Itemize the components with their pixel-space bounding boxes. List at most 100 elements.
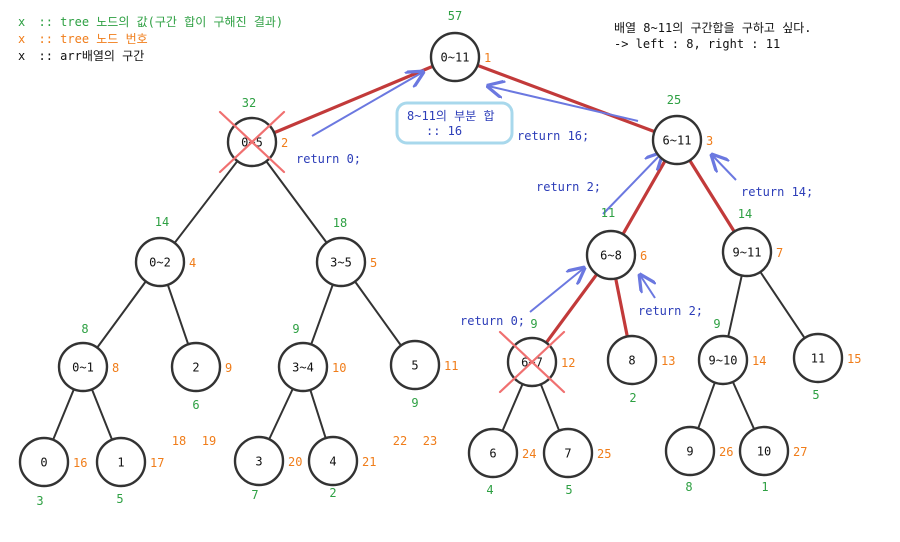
return-arrow-7-to-3 [712,155,737,181]
tree-node-value: 25 [667,93,681,107]
tree-node-index: 9 [225,361,232,375]
tree-node-range: 2 [192,361,199,375]
tree-node-index: 27 [793,445,807,459]
tree-edge-10-20 [268,387,294,441]
return-arrow-12-to-6 [529,268,584,313]
extra-index-label: 22 [393,434,407,448]
tree-node-value: 14 [155,215,169,229]
tree-node-value: 4 [486,483,493,497]
tree-node-range: 5 [411,359,418,373]
tree-edge-8-17 [90,388,114,441]
tree-node-index: 7 [776,246,783,260]
tree-node-index: 1 [484,51,491,65]
tree-node-circle [651,114,703,166]
tree-node-index: 17 [150,456,164,470]
extra-index-labels: 18 19 22 23 [172,434,437,448]
cross-mark-stroke [218,110,286,174]
tree-node-value: 6 [192,398,199,412]
tree-edge-4-8 [96,280,147,349]
tree-node-circle [57,341,109,393]
tree-node-index: 2 [281,136,288,150]
tree-node-circle [18,436,70,488]
tree-node-range: 0~2 [149,256,171,270]
tree-node-index: 15 [847,352,861,366]
tree-node-range: 0 [40,456,47,470]
tree-node-range: 1 [117,456,124,470]
return-label-3: return 16; [517,129,589,143]
tree-node-circle [697,334,749,386]
tree-edge-5-11 [354,280,402,347]
tree-node-value: 9 [530,317,537,331]
tree-node-value: 9 [292,322,299,336]
result-box-line1: 8~11의 부분 합 [407,109,495,123]
tree-node-6: 6~8 11 6 [585,206,647,281]
tree-node-value: 7 [251,488,258,502]
tree-node-value: 11 [601,206,615,220]
cross-mark-stroke [498,330,566,394]
tree-node-range: 3 [255,455,262,469]
return-arrow-13-to-6 [640,275,655,299]
result-box: 8~11의 부분 합 :: 16 [395,101,514,145]
return-label-6: return 2; [536,180,601,194]
tree-node-value: 57 [448,9,462,23]
tree-node-circle [277,341,329,393]
tree-node-index: 8 [112,361,119,375]
return-label-13: return 2; [638,304,703,318]
result-box-line2: :: 16 [426,124,462,138]
tree-edge-14-29 [731,380,756,431]
tree-edge-10-21 [309,388,327,440]
tree-node-2: 0~5322 [218,96,288,174]
legend-item-range: x :: arr배열의 구간 [18,49,144,63]
tree-node-index: 6 [640,249,647,263]
tree-edge-3-6 [621,159,667,236]
tree-node-circle [606,334,658,386]
tree-node-range: 6~8 [600,249,622,263]
tree-node-value: 14 [738,207,752,221]
return-arrows: return 0; return 16; return 2; return 14; re… [296,72,813,328]
tree-node-range: 0~1 [72,361,94,375]
tree-node-range: 10 [757,445,771,459]
tree-node-circle [664,425,716,477]
tree-node-circle [792,332,844,384]
tree-node-9: 2 6 9 [170,341,232,412]
tree-node-index: 4 [189,256,196,270]
tree-node-index: 11 [444,359,458,373]
tree-edge-3-7 [688,158,736,234]
tree-node-circle [721,226,773,278]
extra-index-label: 23 [423,434,437,448]
tree-node-index: 10 [332,361,346,375]
tree-node-value: 1 [761,480,768,494]
tree-node-range: 9~10 [709,354,738,368]
tree-edge-7-15 [759,270,806,340]
extra-index-label: 19 [202,434,216,448]
tree-node-index: 24 [522,447,536,461]
tree-node-range: 9 [686,445,693,459]
tree-node-value: 2 [329,486,336,500]
tree-edge-5-10 [310,283,334,346]
extra-index-label: 18 [172,434,186,448]
tree-node-12: 6~7912 [498,317,575,394]
tree-node-value: 32 [242,96,256,110]
tree-node-value: 9 [411,396,418,410]
return-label-7: return 14; [741,185,813,199]
tree-edge-1-3 [475,63,657,134]
tree-node-circle [134,236,186,288]
tree-edge-12-25 [539,383,561,432]
legend: x :: tree 노드의 값(구간 합이 구해진 결과) x :: tree … [18,15,283,63]
tree-node-range: 8 [628,354,635,368]
tree-node-index: 12 [561,356,575,370]
query-note: 배열 8~11의 구간합을 구하고 싶다. -> left : 8, right… [614,21,812,51]
return-label-2: return 0; [296,152,361,166]
tree-nodes: 0~115710~53226~112530~21443~51856~81169~… [18,9,861,508]
